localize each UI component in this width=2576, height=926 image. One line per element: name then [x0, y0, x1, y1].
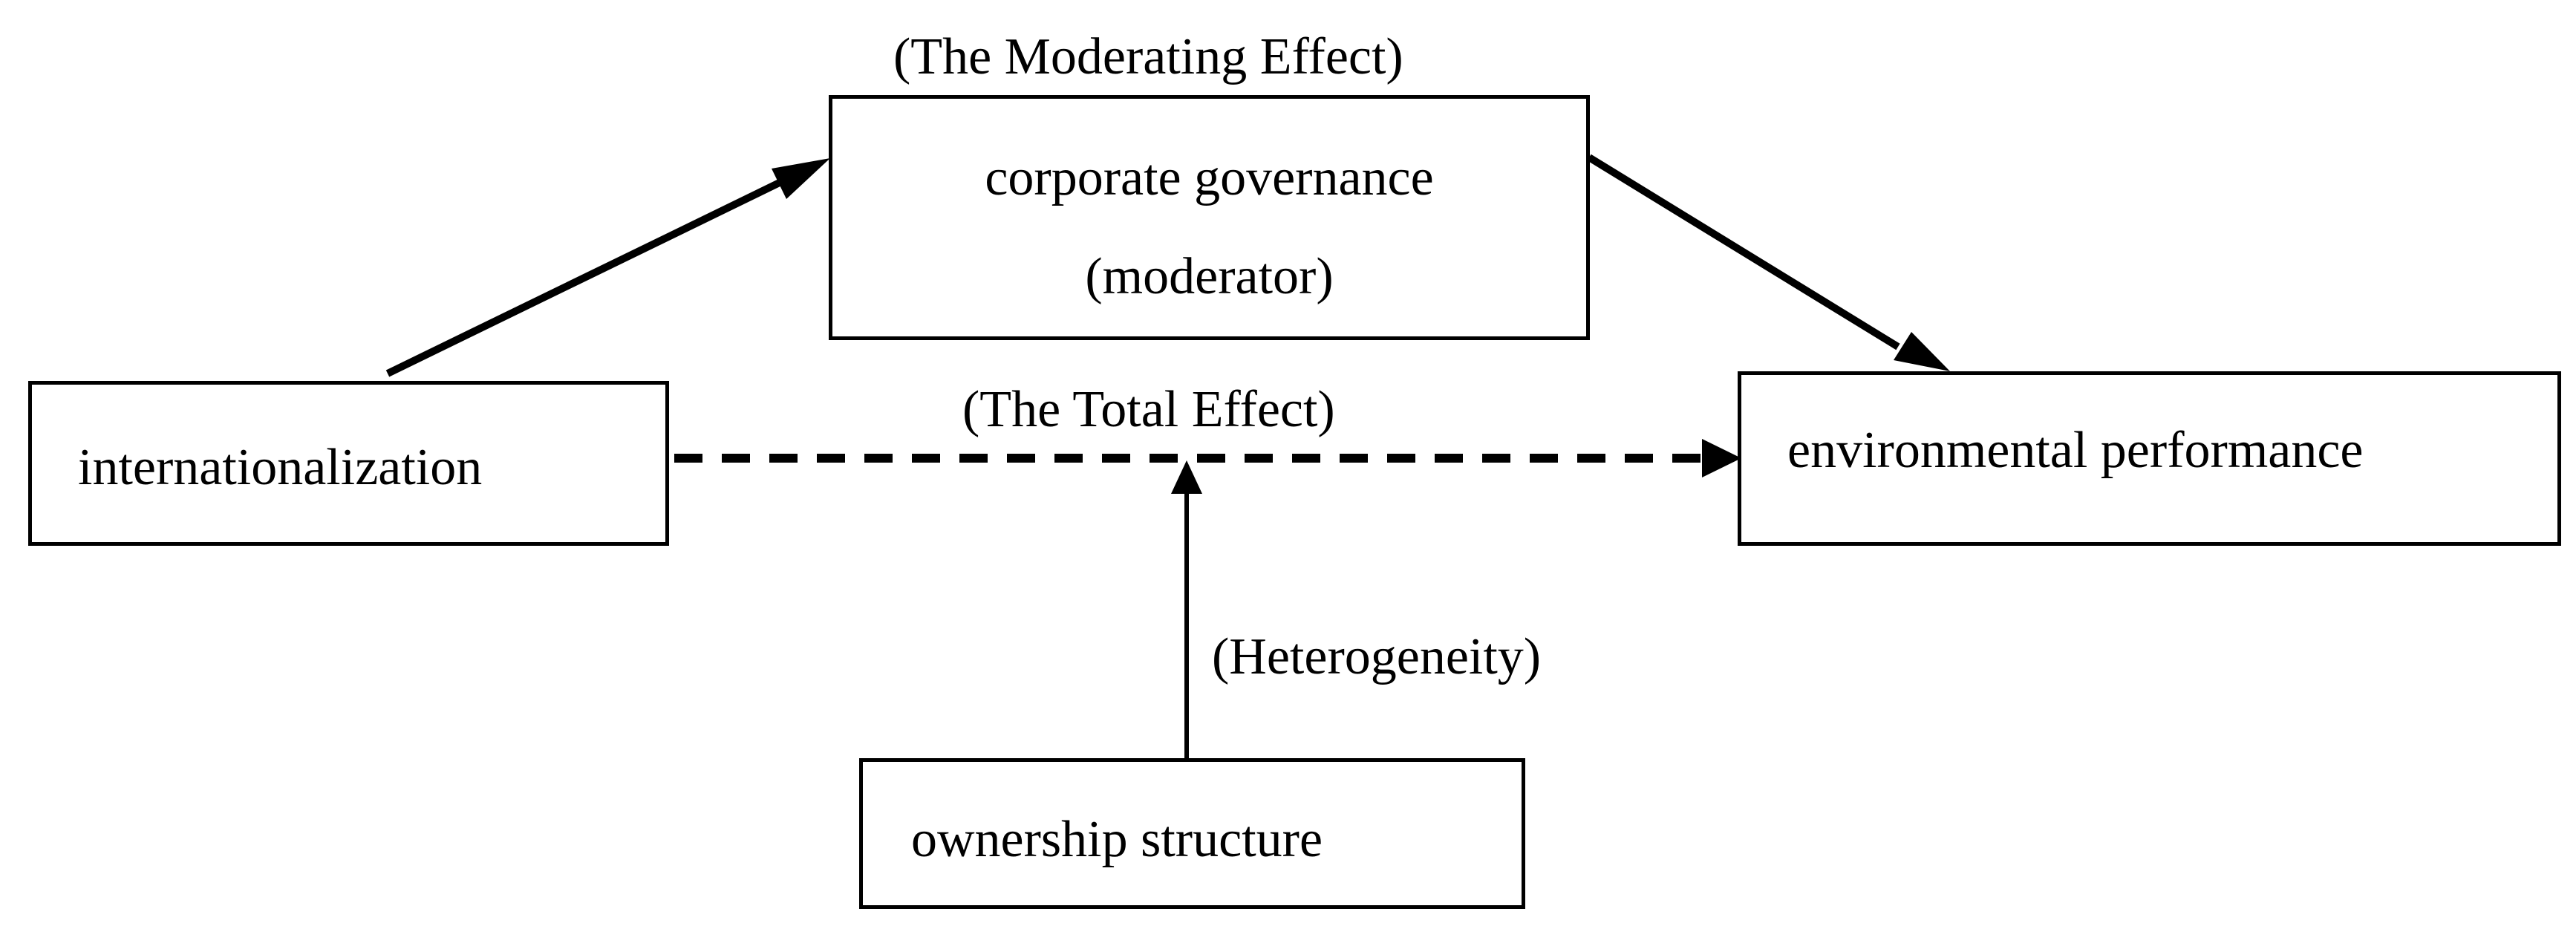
arrowhead-total-effect — [1171, 460, 1202, 494]
arrowhead-performance-top — [1894, 332, 1950, 371]
arrowhead-governance — [772, 158, 830, 199]
arrow-internationalization-to-governance — [385, 175, 791, 377]
environmental-performance-box: environmental performance — [1738, 371, 2561, 546]
internationalization-label: internationalization — [78, 439, 483, 496]
internationalization-box: internationalization — [28, 381, 669, 546]
ownership-structure-label: ownership structure — [911, 811, 1323, 868]
moderating-effect-label: (The Moderating Effect) — [893, 28, 1403, 85]
corporate-governance-box: corporate governance (moderator) — [829, 95, 1590, 340]
total-effect-label: (The Total Effect) — [962, 381, 1335, 438]
heterogeneity-label: (Heterogeneity) — [1212, 628, 1542, 685]
corporate-governance-label: corporate governance — [985, 149, 1434, 206]
arrow-governance-to-performance — [1587, 154, 1900, 350]
ownership-structure-box: ownership structure — [859, 758, 1525, 909]
moderator-label: (moderator) — [1085, 248, 1334, 305]
arrowhead-performance-left — [1702, 439, 1741, 477]
environmental-performance-label: environmental performance — [1787, 422, 2364, 479]
